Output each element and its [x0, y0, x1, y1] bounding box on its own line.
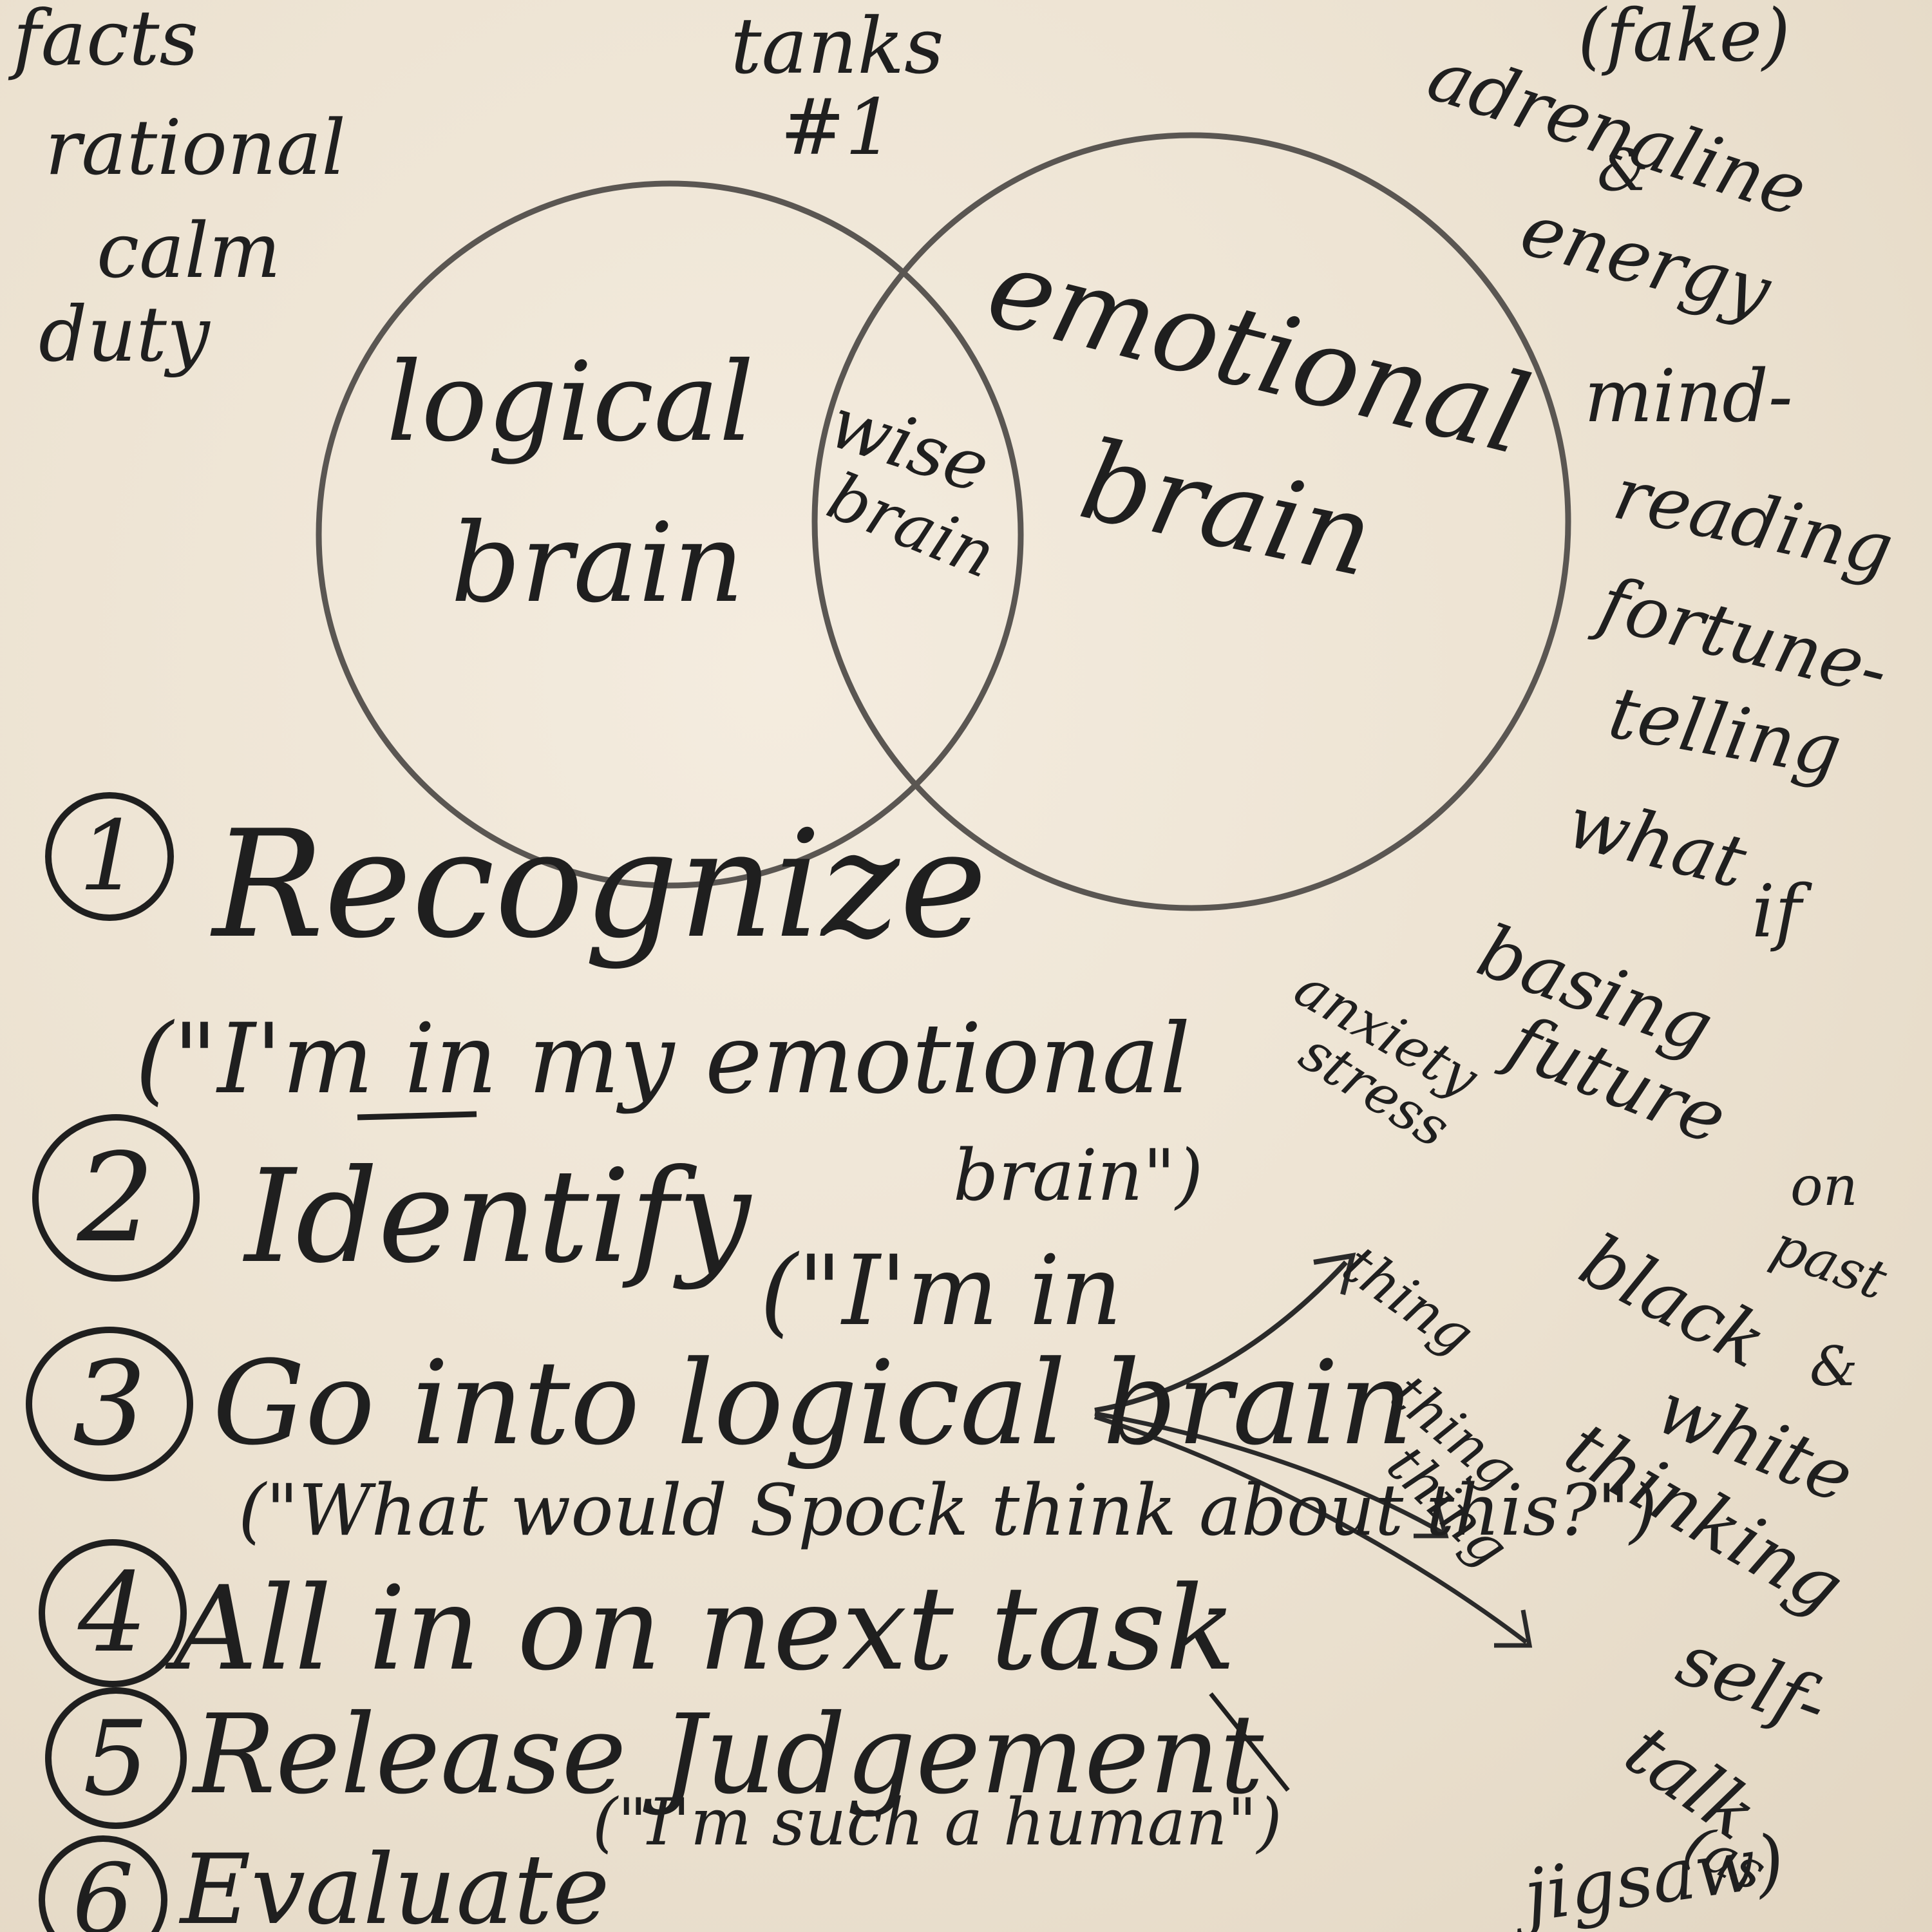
arrow-to-thing-1: [1094, 1260, 1348, 1413]
step-4-number: 4: [39, 1539, 187, 1687]
left-word-calm: calm: [97, 206, 281, 295]
arrowhead-3: [1494, 1609, 1533, 1648]
strike-judgement: [1209, 1692, 1290, 1792]
step-6-text: Evaluate: [180, 1834, 610, 1932]
underline-in: [357, 1111, 477, 1121]
step-3-number: 3: [26, 1327, 193, 1481]
arrowhead-2: [1414, 1500, 1449, 1539]
step-3-text: Go into logical brain: [213, 1336, 1414, 1471]
step-3-note: ("What would Spock think about this?"): [238, 1469, 1658, 1551]
step-5-note: ("I'm such a human"): [592, 1785, 1282, 1860]
right-word-if: if: [1752, 870, 1802, 954]
step-6-number: 6: [39, 1835, 167, 1932]
logical-brain-circle: [316, 180, 1024, 889]
logical-label-2: brain: [451, 500, 744, 627]
right-word-fake: (fake): [1578, 0, 1790, 78]
right-word-on: on: [1790, 1155, 1858, 1218]
top-label: tanks #1: [730, 2, 944, 173]
logical-label-1: logical: [386, 339, 754, 466]
step-1-text: Recognize: [213, 799, 987, 971]
arrowhead-1: [1313, 1253, 1356, 1295]
step-1-number: 1: [45, 792, 174, 921]
step-2-number: 2: [32, 1114, 200, 1282]
step-2-note: ("I'm in: [760, 1235, 1122, 1347]
right-word-mind: mind-: [1584, 355, 1793, 439]
step-5-number: 5: [45, 1687, 187, 1829]
step-4-text: All in on next task: [174, 1562, 1236, 1696]
left-word-rational: rational: [45, 103, 346, 192]
step-5-text: Release Judgement: [193, 1691, 1264, 1819]
left-word-facts: facts: [13, 0, 199, 82]
right-word-and: &: [1597, 137, 1649, 204]
step-2-text: Identify: [245, 1142, 751, 1292]
right-word-and-2: &: [1810, 1335, 1858, 1398]
arrow-to-thing-3: [1094, 1414, 1528, 1644]
left-word-duty: duty: [39, 290, 210, 379]
step-1-note-2: brain"): [953, 1134, 1204, 1217]
step-1-note: ("I'm in my emotional: [135, 1003, 1191, 1115]
arrow-to-thing-2: [1094, 1411, 1444, 1535]
emotional-brain-circle: [811, 132, 1571, 911]
